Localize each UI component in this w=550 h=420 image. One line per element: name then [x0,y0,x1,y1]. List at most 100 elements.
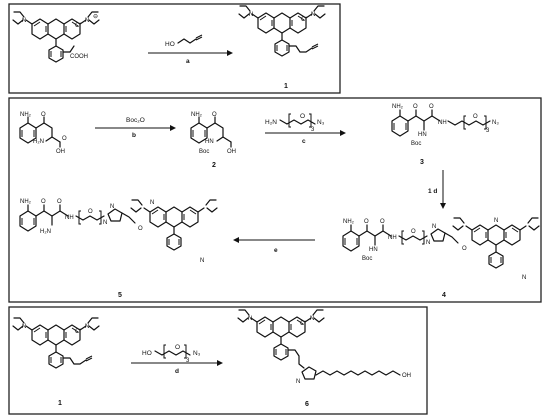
nh2-label: NH₂ [191,112,203,118]
atom-n: N [311,12,315,18]
reagent-c-h2n: H₂N [265,119,277,126]
step-d-label: 1 d [428,188,437,195]
oh-label: OH [56,149,65,155]
step-e-label: e [274,247,278,254]
charge-label: ⊖ [93,14,98,20]
o-label: O [88,209,93,215]
h2n-label: H₂N [33,139,44,145]
rhodamine-b-start [12,11,100,63]
propargyl-alcohol [177,38,197,44]
compound-2-label: 2 [212,162,216,169]
compound-2-structure [190,116,232,148]
atom-n: N [310,316,314,322]
compound-1-label: 1 [284,83,288,90]
reagent-c-n3: N₃ [317,119,325,126]
reagent-propargyl: HO [165,41,175,48]
boc-label: Boc [362,256,372,262]
n3-label: N₃ [492,120,499,126]
azido-peg-reagent [154,350,191,356]
boc-label: Boc [199,149,209,155]
triazole-n: N [432,224,436,230]
compound-6-structure [237,309,325,369]
ester-o: O [138,226,143,232]
scheme-b-frame [8,97,542,303]
chloride-label: Cl [301,17,307,23]
atom-n: N [200,258,204,264]
compound-1-start-label: 1 [58,400,62,407]
compound-5-label: 5 [118,292,122,299]
compound-3-structure [391,109,491,137]
atom-n: N [494,218,498,224]
boc-label: Boc [411,141,421,147]
reagent-o: O [175,344,180,351]
o-label: O [411,229,416,235]
hn-label: HN [205,139,214,145]
o-label: O [413,104,418,110]
atom-n: N [85,324,89,330]
sub3-label: 3 [486,128,490,134]
kynurenine-structure [19,116,61,148]
atom-n: N [22,18,26,24]
scheme-a-frame [8,3,341,94]
o-label: O [57,199,62,205]
triazole-n: N [103,220,107,226]
nh2-label: NH₂ [392,104,404,110]
reagent-c-o: O [300,113,305,120]
oh-label: OH [227,149,236,155]
nh-label: NH [65,215,74,221]
compound-5-structure [19,204,136,232]
reagent-sub: 3 [186,358,190,364]
atom-n: N [85,18,89,24]
compound-4-label: 4 [442,292,446,299]
compound-1-start-structure [12,317,100,369]
nh2-label: NH₂ [343,219,355,225]
triazole-n: N [426,240,430,246]
atom-n: N [22,324,26,330]
compound-6-triazole-peg [301,366,401,380]
hn-label: HN [369,247,378,253]
compound-6-label: 6 [305,401,309,408]
o-label: O [41,112,46,118]
nh-label: NH [438,120,447,126]
scheme-c-frame [8,306,428,415]
compound-1-structure [238,5,326,57]
peg-linker-reagent [279,119,316,125]
compound-5-rhodamine [130,199,218,251]
atom-n: N [150,200,154,206]
hn-label: HN [418,132,427,138]
o-label: O [380,219,385,225]
oh-label: OH [402,373,411,379]
o-label: O [473,114,478,120]
ester-o: O [462,246,467,252]
atom-n: N [249,12,253,18]
triazole-n: N [110,204,114,210]
nh-label: NH [388,235,397,241]
nh2-label: NH₂ [20,112,32,118]
atom-n: N [248,316,252,322]
nh2-label: NH₂ [20,199,32,205]
step-b-label: b [132,132,136,139]
h2n-label: H₂N [40,229,51,235]
reagent-c-sub: 3 [311,127,315,133]
compound-4-rhodamine [452,217,540,269]
o-label: O [429,104,434,110]
atom-n: N [522,275,526,281]
o-label: O [364,219,369,225]
reagent-n3: N₃ [193,350,201,357]
o-label: O [62,136,67,142]
step-c-label: c [302,138,306,145]
triazole-n: N [296,379,300,385]
o-label: O [41,199,46,205]
reagent-boc2o: Boc₂O [126,117,145,124]
step-d2-label: d [175,368,179,375]
compound-3-label: 3 [420,159,424,166]
o-label: O [212,112,217,118]
cooh-label: COOH [70,54,88,60]
step-a-label: a [186,58,190,65]
chloride-label: Cl [75,23,81,29]
reagent-ho: HO [142,350,152,357]
chloride-label: Cl [300,321,306,327]
compound-4-structure [342,224,459,252]
chloride-label: Cl [75,329,81,335]
